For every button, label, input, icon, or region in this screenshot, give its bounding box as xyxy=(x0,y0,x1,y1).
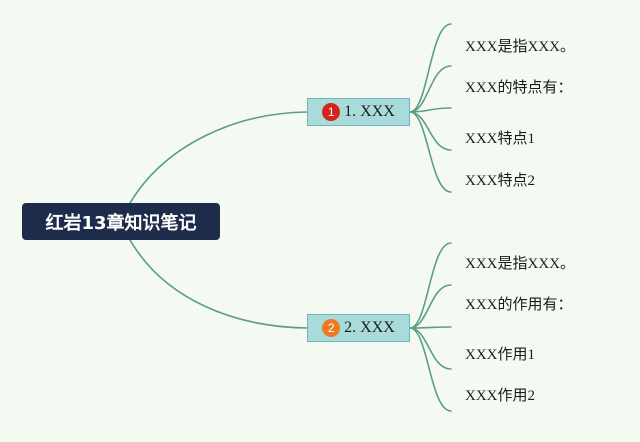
subtopic-2-2[interactable]: XXX的作用有： xyxy=(465,297,573,313)
root-to-topic-2-line xyxy=(129,239,308,329)
subtopic-2-4[interactable]: XXX作用2 xyxy=(465,388,535,404)
subtopic-1-1[interactable]: XXX是指XXX。 xyxy=(465,39,575,55)
topic-2-label: 2. XXX xyxy=(344,319,395,336)
priority-1-icon: 1 xyxy=(322,103,341,121)
topic-1[interactable]: 1 1. XXX xyxy=(307,98,410,126)
topic-1-branch-line xyxy=(409,111,452,151)
topic-1-branch-line xyxy=(409,23,452,113)
topic-2-branch-line xyxy=(409,326,452,329)
topic-2-branch-line xyxy=(409,284,452,329)
subtopic-2-3[interactable]: XXX作用1 xyxy=(465,347,535,363)
subtopic-1-4[interactable]: XXX特点2 xyxy=(465,173,535,189)
subtopic-1-2[interactable]: XXX的特点有： xyxy=(465,80,573,96)
topic-2-branch-line xyxy=(409,327,452,370)
topic-1-label: 1. XXX xyxy=(344,103,395,120)
topic-2-branch-line xyxy=(409,242,452,329)
topic-1-branch-line xyxy=(409,111,452,193)
root-topic-label: 红岩13章知识笔记 xyxy=(45,212,197,234)
root-to-topic-1-line xyxy=(129,111,308,204)
priority-2-icon: 2 xyxy=(322,319,341,337)
root-topic[interactable]: 红岩13章知识笔记 xyxy=(22,203,220,240)
topic-2-branch-line xyxy=(409,327,452,412)
subtopic-1-3[interactable]: XXX特点1 xyxy=(465,131,535,147)
topic-1-branch-line xyxy=(409,65,452,113)
topic-2[interactable]: 2 2. XXX xyxy=(307,314,410,342)
subtopic-2-1[interactable]: XXX是指XXX。 xyxy=(465,256,575,272)
